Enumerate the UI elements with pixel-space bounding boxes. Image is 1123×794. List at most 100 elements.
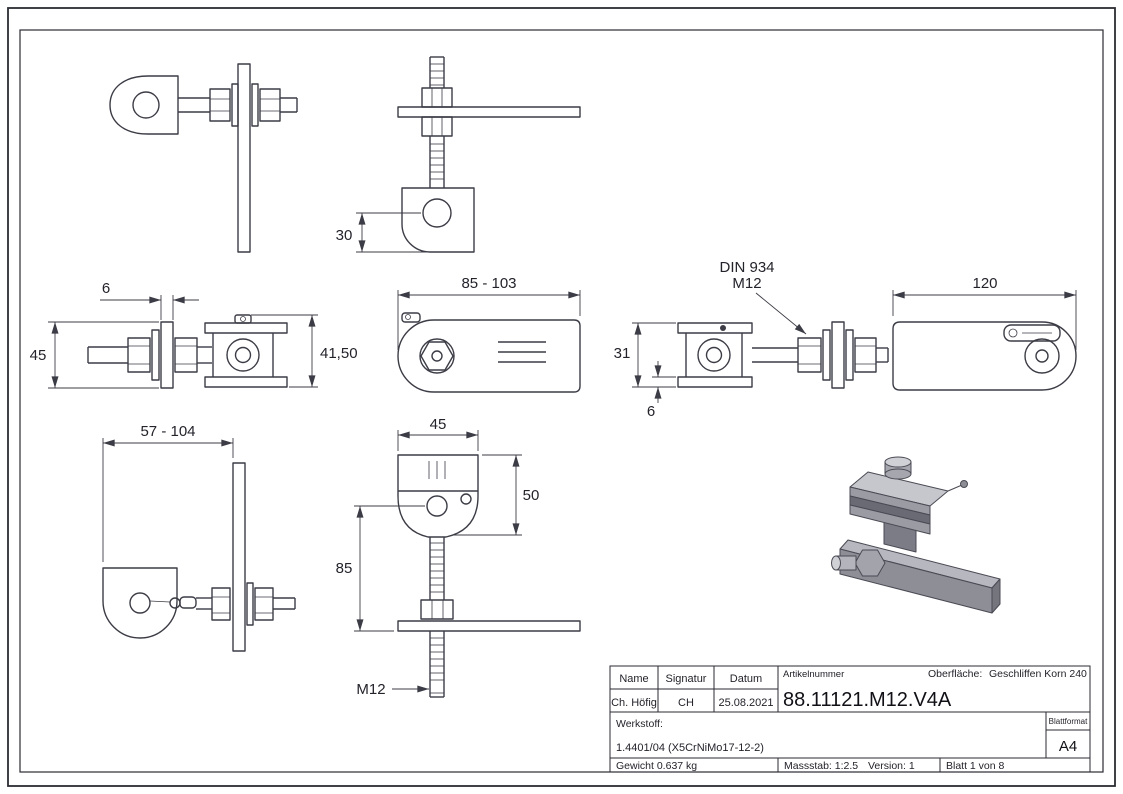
bolt-hole <box>426 495 448 517</box>
hex-nut <box>127 337 151 373</box>
oberflaeche-label: Oberfläche: <box>928 668 982 680</box>
title-block-border <box>609 665 1091 773</box>
body-outline <box>892 321 1077 391</box>
value-name: Ch. Höfig <box>611 697 657 709</box>
view-side-adjustable-hinge-right: DIN 934 M12 31 6 <box>614 259 889 420</box>
bolt-center <box>431 350 443 362</box>
dim-85-103-label: 85 - 103 <box>461 275 516 292</box>
leaf-end-face <box>991 578 1001 614</box>
mount-plate <box>237 63 251 253</box>
hex-nut <box>854 337 877 373</box>
safety-tab <box>234 314 252 324</box>
clamp-lower-front <box>849 504 931 535</box>
blatt-value: Blatt 1 von 8 <box>946 760 1005 772</box>
werkstoff-value: 1.4401/04 (X5CrNiMo17-12-2) <box>616 742 764 754</box>
hinge-eye-hole <box>422 198 452 228</box>
hex-nut <box>421 116 453 137</box>
safety-pin <box>720 325 726 331</box>
knuckle-pin <box>705 346 723 364</box>
clevis-bottom-plate <box>677 376 753 388</box>
dim-41-50-label: 41,50 <box>320 345 358 362</box>
safety-pin-hole <box>240 316 246 322</box>
hex-nut <box>211 587 231 621</box>
washer <box>251 83 259 127</box>
knuckle-outer <box>226 338 260 372</box>
plate <box>160 321 174 389</box>
view-top-hinge-body: 85 - 103 <box>397 275 581 393</box>
dim-30-label: 30 <box>336 227 353 244</box>
value-signatur: CH <box>678 697 694 709</box>
col-header-datum: Datum <box>730 673 762 685</box>
isometric-view <box>831 456 1001 614</box>
mount-plate <box>397 620 581 632</box>
latch-body-outline <box>397 454 479 538</box>
plate <box>831 321 845 389</box>
din934-m12-label: M12 <box>732 275 761 292</box>
washer <box>231 83 239 127</box>
hex-nut <box>259 88 281 122</box>
knuckle-outer <box>697 338 731 372</box>
clip-wire <box>947 484 963 492</box>
dim-45-bottom-label: 45 <box>430 416 447 433</box>
gewicht-value: Gewicht 0.637 kg <box>616 760 697 772</box>
bolt-head-bottom <box>884 468 912 480</box>
dim-6-right-label: 6 <box>647 403 655 420</box>
view-side-latch-bracket: 57 - 104 <box>102 423 296 652</box>
latch-screw <box>460 493 472 505</box>
bolt-head-top <box>884 456 912 468</box>
clevis-top-plate <box>677 322 753 334</box>
view-side-wall-bracket <box>109 63 298 253</box>
latch-lever <box>1003 324 1061 342</box>
dim-45-label: 45 <box>30 347 47 364</box>
bolt-washer-circle <box>419 338 455 374</box>
bracket-outline <box>109 75 179 135</box>
outer-border <box>7 7 1116 787</box>
hinge-body-outline <box>401 187 475 253</box>
view-front-vertical-bolt: 30 <box>336 56 581 253</box>
artikelnummer-value: 88.11121.M12.V4A <box>783 689 952 711</box>
bracket-eye-hole <box>132 91 160 119</box>
inner-border <box>19 29 1104 773</box>
col-header-signatur: Signatur <box>666 673 707 685</box>
safety-pin-hole <box>405 314 411 320</box>
artikelnummer-label: Artikelnummer <box>783 669 844 680</box>
din934-label: DIN 934 <box>719 259 774 276</box>
latch-boss <box>1024 338 1060 374</box>
oberflaeche-value: Geschliffen Korn 240 <box>989 668 1087 680</box>
drawing-frame <box>7 7 1116 787</box>
hex-nut-din934 <box>797 337 822 373</box>
dim-6-label: 6 <box>102 280 110 297</box>
latch-body-outline <box>102 567 178 639</box>
dim-120-label: 120 <box>972 275 997 292</box>
dim-50-label: 50 <box>523 487 540 504</box>
blattformat-value: A4 <box>1059 738 1077 755</box>
dim-31-label: 31 <box>614 345 631 362</box>
latch-lever-hole <box>1008 328 1018 338</box>
latch-pin <box>1035 349 1049 363</box>
mount-plate <box>397 106 581 118</box>
dim-85-label: 85 <box>336 560 353 577</box>
massstab-value: Massstab: 1:2.5 <box>784 760 858 772</box>
clevis-bottom-plate <box>204 376 288 388</box>
dim-57-104-label: 57 - 104 <box>140 423 195 440</box>
safety-tab <box>401 312 421 323</box>
washer <box>246 582 254 626</box>
knuckle-pin <box>234 346 252 364</box>
latch-pivot <box>169 597 181 609</box>
hex-nut <box>420 599 454 620</box>
hex-nut <box>174 337 198 373</box>
dim-m12-label: M12 <box>356 681 385 698</box>
latch-handle <box>179 596 197 609</box>
col-header-name: Name <box>619 673 648 685</box>
hex-nut <box>209 88 231 122</box>
washer <box>151 329 160 381</box>
body-outline <box>397 319 581 393</box>
hex-nut <box>254 587 274 621</box>
clip-pin <box>960 480 968 488</box>
werkstoff-label: Werkstoff: <box>616 718 663 730</box>
washer <box>845 329 854 381</box>
hex-nut <box>421 87 453 108</box>
bolt-stub-end <box>831 555 841 571</box>
